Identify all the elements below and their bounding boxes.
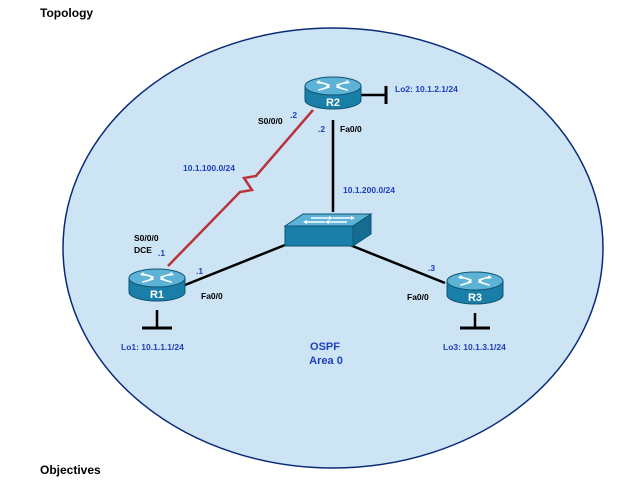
r2-eth-host-label: .2: [318, 124, 325, 134]
lan-network-label: 10.1.200.0/24: [343, 185, 395, 195]
r2-serial-interface-label: S0/0/0: [258, 116, 283, 126]
r1-loopback-label: Lo1: 10.1.1.1/24: [121, 342, 184, 352]
loopback-icon: [142, 310, 172, 330]
r3-eth-interface-label: Fa0/0: [407, 292, 429, 302]
r3-loopback-label: Lo3: 10.1.3.1/24: [443, 342, 506, 352]
router-r2-name: R2: [326, 97, 340, 109]
switch-icon: [283, 213, 373, 247]
r1-serial-interface-label: S0/0/0: [134, 233, 159, 243]
router-r2: R2: [304, 76, 362, 110]
r1-eth-interface-label: Fa0/0: [201, 291, 223, 301]
topology-heading: Topology: [40, 6, 94, 20]
objectives-heading: Objectives: [40, 463, 101, 477]
lan-link-r1-switch: [184, 243, 286, 287]
r2-loopback-label: Lo2: 10.1.2.1/24: [395, 84, 458, 94]
loopback-icon: [460, 313, 490, 330]
serial-network-label: 10.1.100.0/24: [183, 163, 235, 173]
r2-serial-host-label: .2: [290, 110, 297, 120]
r1-dce-label: DCE: [134, 245, 152, 255]
r2-eth-interface-label: Fa0/0: [340, 124, 362, 134]
router-r3-name: R3: [468, 292, 482, 304]
loopback-icon: [360, 86, 388, 104]
r1-serial-host-label: .1: [158, 248, 165, 258]
router-r1-name: R1: [150, 289, 164, 301]
router-r3: R3: [446, 271, 504, 305]
lan-link-r3-switch: [349, 243, 446, 285]
router-r1: R1: [128, 268, 186, 302]
serial-link-r1-r2: [167, 109, 314, 267]
area-protocol-label: OSPF: [310, 341, 340, 353]
r1-eth-host-label: .1: [196, 266, 203, 276]
ospf-area-ellipse: [62, 27, 604, 469]
area-name-label: Area 0: [309, 355, 343, 367]
r3-eth-host-label: .3: [428, 263, 435, 273]
